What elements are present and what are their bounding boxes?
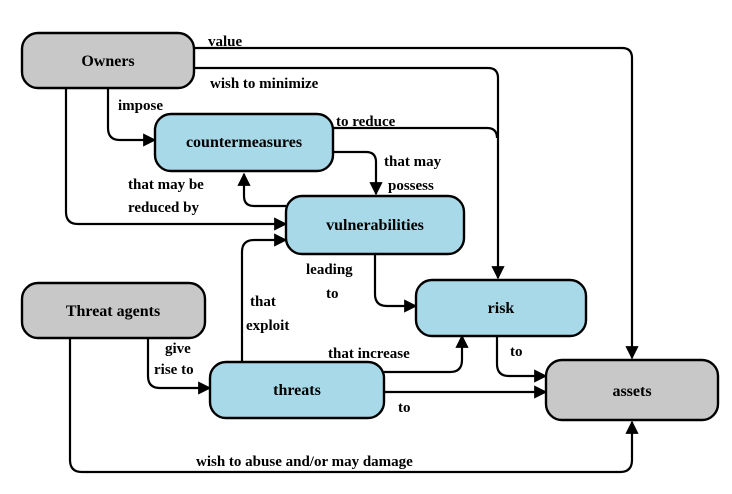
node-countermeasures-label: countermeasures — [186, 134, 302, 151]
node-owners-label: Owners — [81, 53, 134, 70]
node-assets-label: assets — [612, 383, 651, 400]
label-rise-to: rise to — [154, 362, 194, 378]
node-threat-agents: Threat agents — [20, 281, 207, 340]
node-vulnerabilities-label: vulnerabilities — [326, 217, 424, 234]
label-reduced-by: reduced by — [128, 200, 199, 216]
edge-risk-assets — [495, 336, 548, 383]
node-countermeasures: countermeasures — [153, 112, 335, 173]
node-threat-agents-box — [20, 281, 207, 340]
edge-agents-abuse-assets — [68, 336, 639, 474]
label-leading-to: to — [326, 286, 339, 302]
node-risk: risk — [414, 278, 588, 338]
node-assets-box — [544, 358, 720, 422]
node-risk-label: risk — [488, 300, 515, 317]
node-vulnerabilities: vulnerabilities — [284, 194, 466, 256]
node-assets: assets — [544, 358, 720, 422]
node-owners: Owners — [20, 31, 196, 90]
node-threats-label: threats — [273, 382, 321, 399]
node-risk-box — [414, 278, 588, 338]
label-value: value — [208, 34, 243, 50]
label-that-increase: that increase — [328, 346, 410, 362]
edge-vulnerabilities-countermeasures — [237, 172, 286, 208]
label-exploit: exploit — [246, 318, 289, 334]
label-that-may: that may — [384, 154, 442, 170]
node-countermeasures-box — [153, 112, 335, 173]
label-to-reduce: to reduce — [336, 114, 396, 130]
label-risk-to: to — [510, 344, 523, 360]
node-vulnerabilities-box — [284, 194, 466, 256]
edge-owners-impose-countermeasures — [106, 88, 157, 147]
node-threats: threats — [208, 360, 386, 420]
edge-owners-value-assets — [194, 46, 639, 360]
label-wish-to-minimize: wish to minimize — [210, 76, 319, 92]
edge-owners-reduced-vulnerabilities — [64, 88, 288, 231]
label-impose: impose — [118, 98, 163, 114]
edge-threats-increase-risk — [384, 334, 469, 374]
edge-countermeasures-possess-vulnerabilities — [333, 150, 383, 196]
label-leading: leading — [306, 262, 353, 278]
edge-threats-exploit-vulnerabilities — [240, 233, 288, 362]
node-threat-agents-label: Threat agents — [66, 303, 160, 320]
label-give: give — [165, 341, 191, 357]
label-that-may-be: that may be — [128, 177, 204, 193]
label-threats-to: to — [398, 400, 411, 416]
node-owners-box — [20, 31, 196, 90]
label-that: that — [250, 294, 276, 310]
edge-countermeasures-reduce-risk — [333, 126, 499, 139]
edge-owners-minimize-risk — [194, 66, 505, 280]
edge-vulnerabilities-leading-risk — [373, 254, 418, 313]
label-possess: possess — [388, 178, 434, 194]
edge-agents-rise-threats — [146, 338, 212, 395]
label-wish-to-abuse: wish to abuse and/or may damage — [196, 454, 413, 470]
node-threats-box — [208, 360, 386, 420]
